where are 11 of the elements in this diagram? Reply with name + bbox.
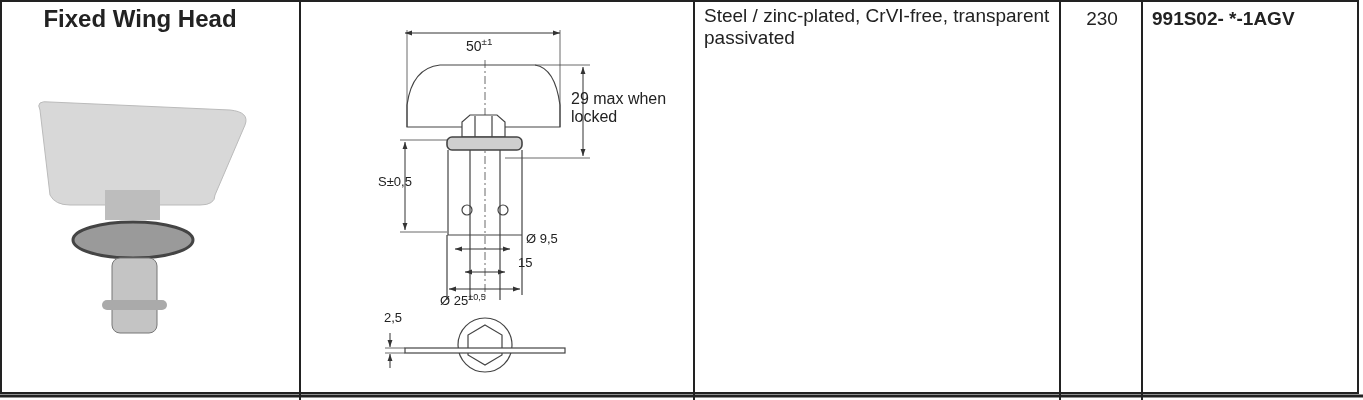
dimension-label: 50$^{±1}$ (466, 36, 494, 54)
material-description: Steel / zinc-plated, CrVI-free, transparent passivated (704, 5, 1051, 49)
dimension-label: Ø 25$^{±0,5}$ (440, 292, 487, 310)
cell-heading: Fixed Wing Head (42, 5, 238, 33)
part-number: 991S02- *-1AGV (1152, 8, 1296, 30)
dimension-label: 2,5 (384, 311, 404, 326)
dimension-label: 29 max when locked (571, 90, 668, 127)
quantity-value: 230 (1085, 8, 1119, 30)
dimension-label: S±0,5 (378, 175, 413, 190)
dimension-label: Ø 9,5 (526, 232, 559, 247)
dimension-label: 15 (518, 256, 534, 271)
